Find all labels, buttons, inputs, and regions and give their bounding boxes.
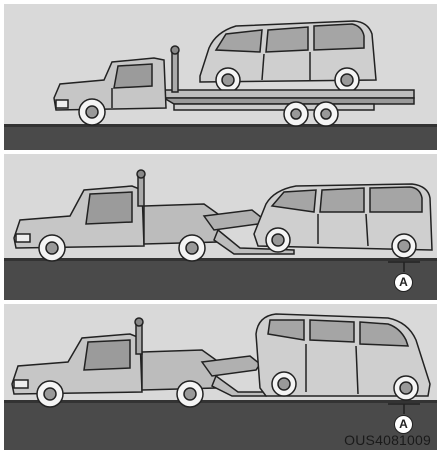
minivan-on-flatbed [200,21,376,92]
wheel-lift-front-illustration [4,154,437,300]
wheel-lift-rear-panel: A OUS4081009 [4,304,437,450]
wheel-lift-truck [14,170,294,261]
towed-minivan [254,184,432,258]
wheel-lift-front-panel: A [4,154,437,300]
road-surface [4,258,437,300]
flatbed-towing-panel [4,4,437,150]
road-surface [4,124,437,150]
wheel-lift-truck [12,318,266,407]
image-code-label: OUS4081009 [344,432,431,448]
towed-minivan [256,314,430,400]
wheel-lift-rear-illustration [4,304,437,450]
flatbed-illustration [4,4,437,150]
marker-a-label: A [394,273,413,292]
